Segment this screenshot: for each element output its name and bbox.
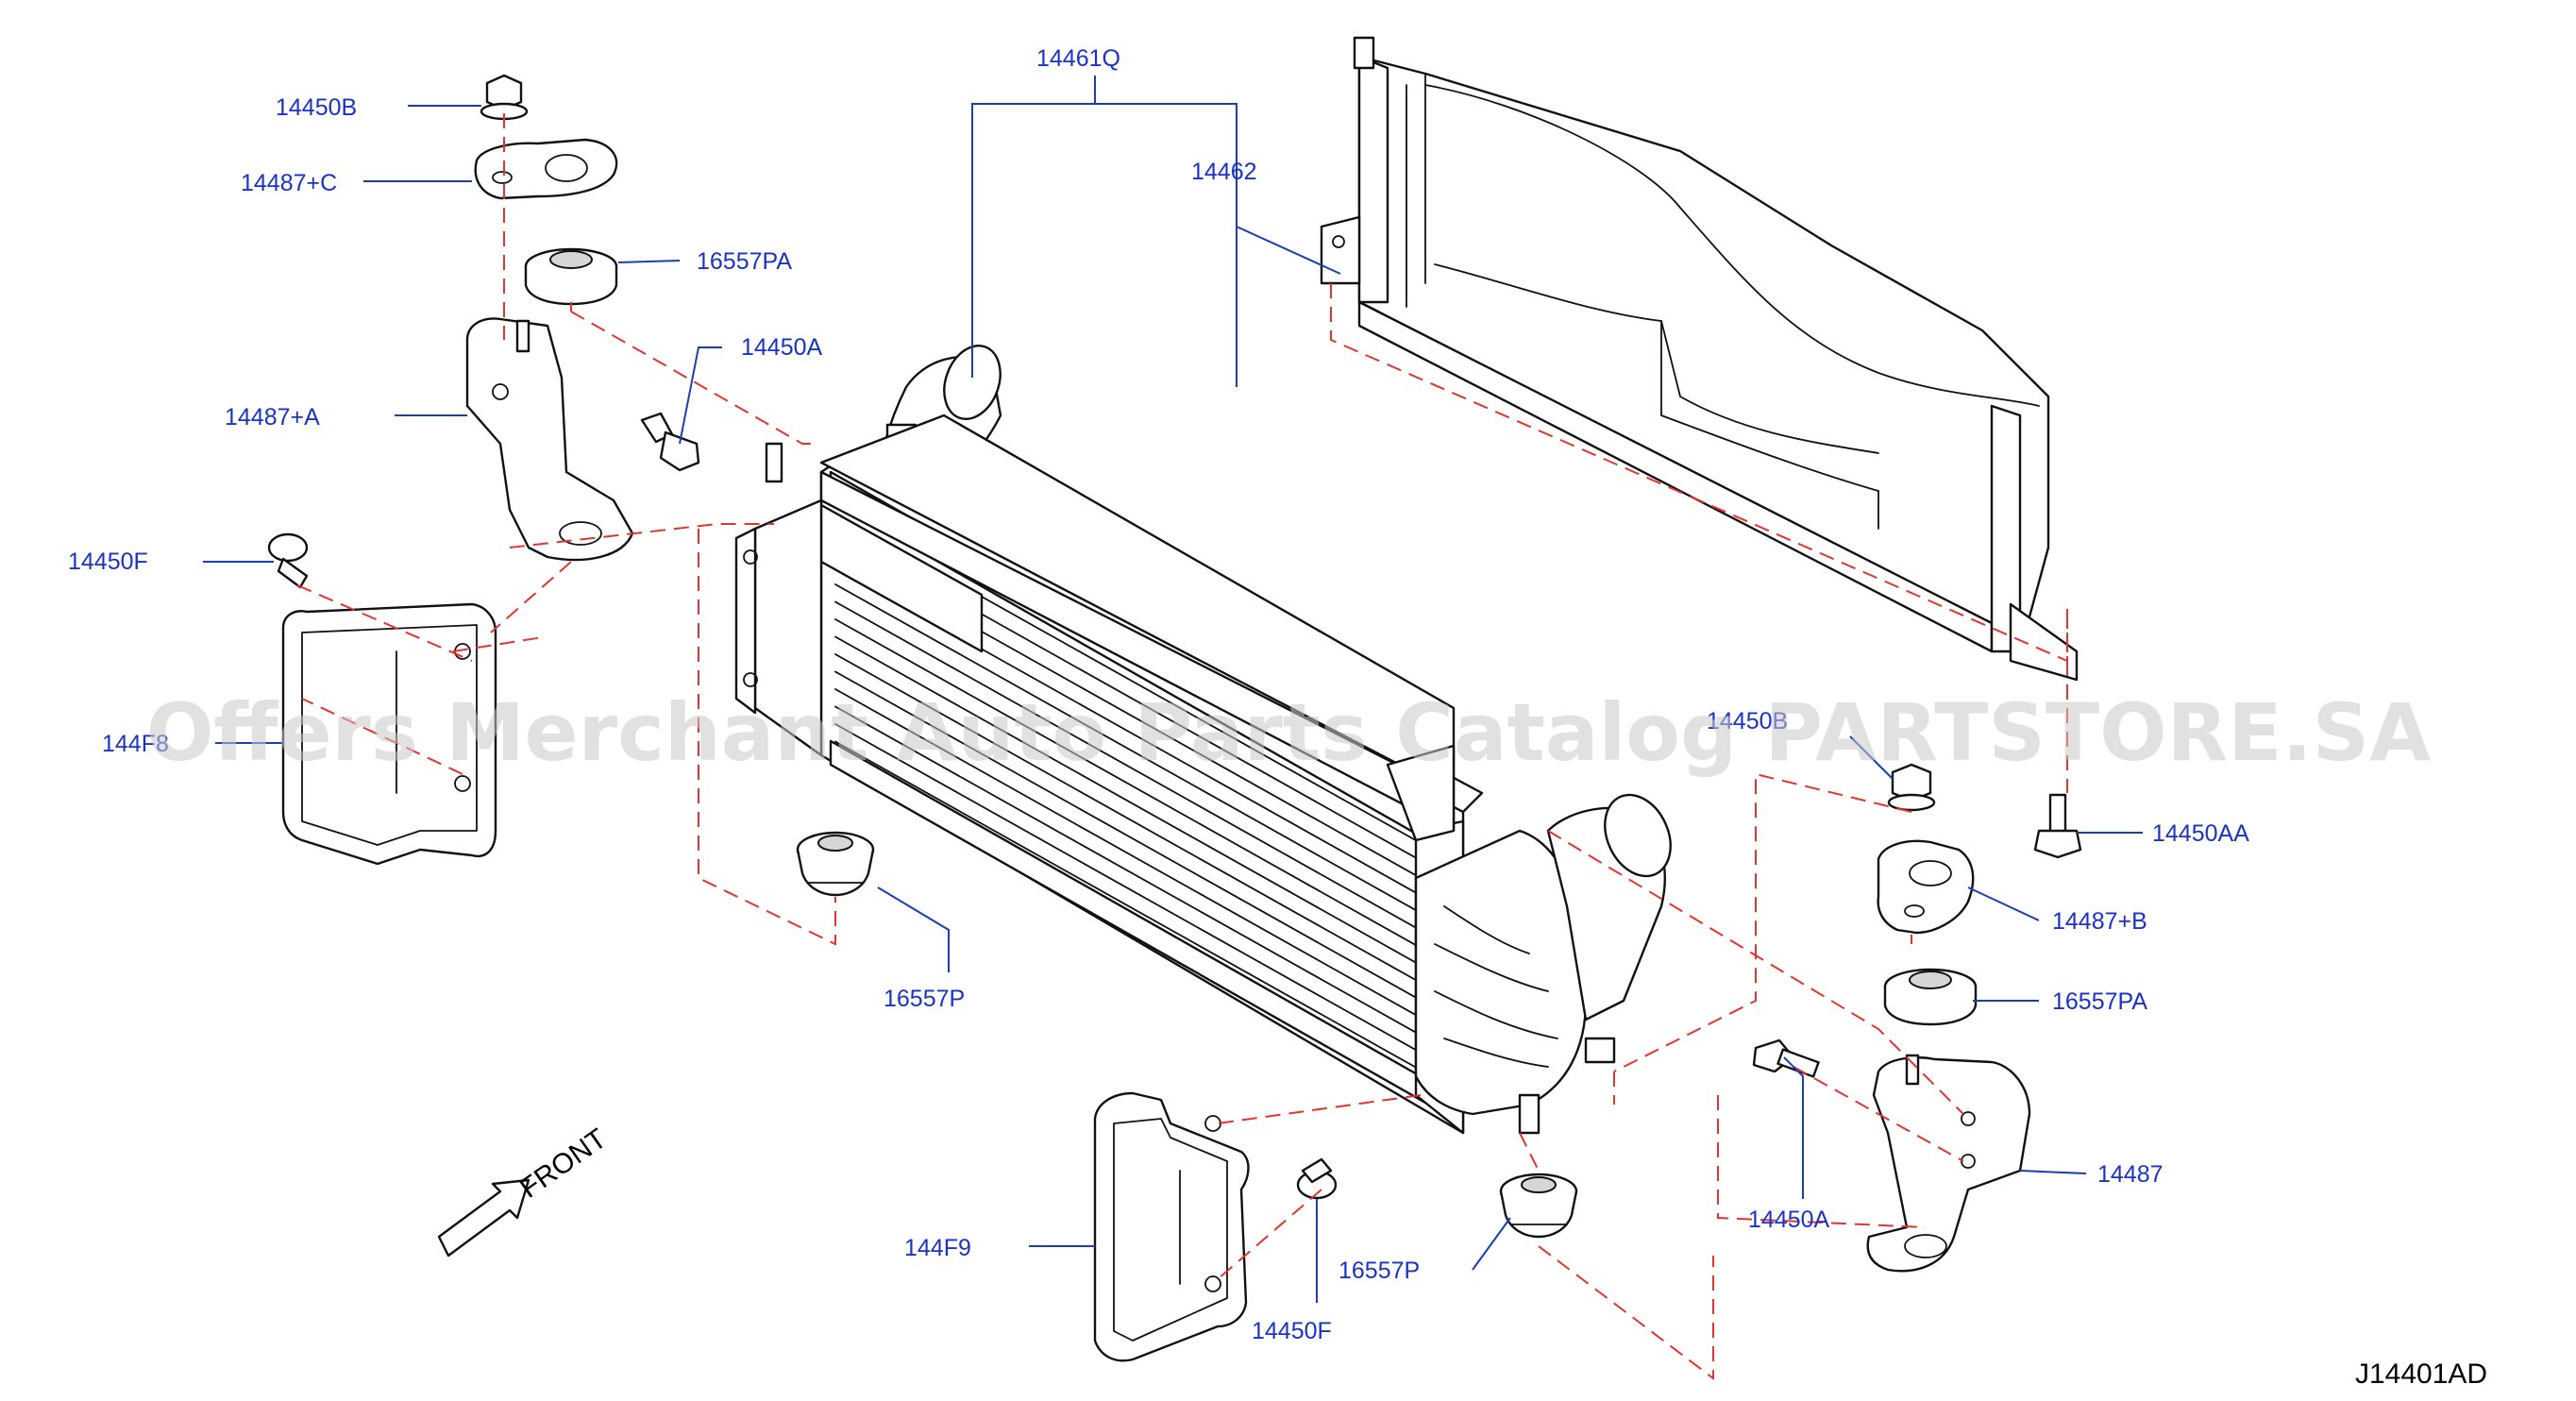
callout-144f8[interactable]: 144F8 (102, 731, 169, 757)
cooling-fin (834, 600, 1445, 945)
callout-14450f-bottom[interactable]: 14450F (1252, 1318, 1332, 1344)
radiator-shroud (1320, 36, 2079, 682)
assembly-guides (296, 113, 2068, 1381)
callout-14450aa[interactable]: 14450AA (2152, 820, 2249, 847)
callout-14450b-right[interactable]: 14450B (1707, 708, 1788, 734)
nut-14450b-top (480, 74, 529, 121)
cooling-fin (834, 653, 1445, 997)
nut-14450b-right (1887, 763, 1936, 812)
clip-14450f-left (267, 532, 309, 589)
cooling-fin (834, 723, 1445, 1067)
callout-16557p-bottom[interactable]: 16557P (1339, 1258, 1420, 1284)
cooling-fin (834, 688, 1445, 1032)
callout-144f9[interactable]: 144F9 (904, 1235, 971, 1261)
callout-14487[interactable]: 14487 (2097, 1161, 2164, 1188)
callout-14450f-left[interactable]: 14450F (68, 549, 148, 575)
callout-16557pa-right[interactable]: 16557PA (2052, 988, 2147, 1015)
callout-14461q[interactable]: 14461Q (1036, 45, 1120, 72)
callout-14450a-bottom[interactable]: 14450A (1748, 1207, 1830, 1233)
rubber-mount-16557p-left (796, 831, 875, 897)
intercooler-right-tank (1414, 793, 1672, 1135)
callout-14462[interactable]: 14462 (1191, 159, 1257, 185)
cooling-fin (834, 705, 1445, 1050)
bracket-plate-14487c (474, 138, 618, 200)
drawing-code: J14401AD (2355, 1359, 2487, 1390)
cooling-fin (834, 740, 1445, 1085)
bracket-14487 (1866, 1054, 2031, 1273)
bolt-14450a-bottom (1752, 1038, 1820, 1078)
intercooler-left-tank (734, 442, 823, 757)
cooling-fin (834, 583, 1445, 927)
callout-14487c[interactable]: 14487+C (241, 170, 337, 196)
callout-16557pa-top[interactable]: 16557PA (697, 248, 792, 275)
deflector-144f8 (281, 602, 497, 866)
rubber-mount-16557p-bottom (1499, 1173, 1578, 1239)
callout-labels: 14461Q 14462 14450B 14487+C 16557PA 1445… (68, 45, 2249, 1344)
callout-14487b[interactable]: 14487+B (2052, 908, 2147, 935)
watermark-text: Offers Merchant Auto Parts Catalog PARTS… (146, 686, 2431, 779)
cooling-fin (834, 618, 1445, 962)
clip-14450f-bottom (1296, 1157, 1338, 1200)
callout-14450a-top[interactable]: 14450A (741, 334, 823, 361)
deflector-144f9 (1093, 1091, 1250, 1362)
callout-14487a[interactable]: 14487+A (225, 404, 320, 430)
rubber-mount-16557pa-right (1883, 968, 1978, 1026)
bracket-plate-14487b (1877, 839, 1975, 935)
rubber-mount-16557pa-top (524, 247, 618, 306)
callout-14450b-top[interactable]: 14450B (276, 94, 357, 121)
bracket-14487a (465, 317, 634, 562)
cooling-fin (834, 670, 1445, 1015)
leader-lines (203, 76, 2143, 1303)
bolt-14450aa (2033, 793, 2082, 859)
intercooler-top-beam (819, 414, 1456, 842)
cooling-fin (834, 635, 1445, 980)
callout-16557p-left[interactable]: 16557P (884, 986, 965, 1012)
front-label: FRONT (514, 1122, 613, 1204)
front-direction-indicator: FRONT (437, 1122, 613, 1258)
bolt-14450a-top (640, 412, 700, 472)
